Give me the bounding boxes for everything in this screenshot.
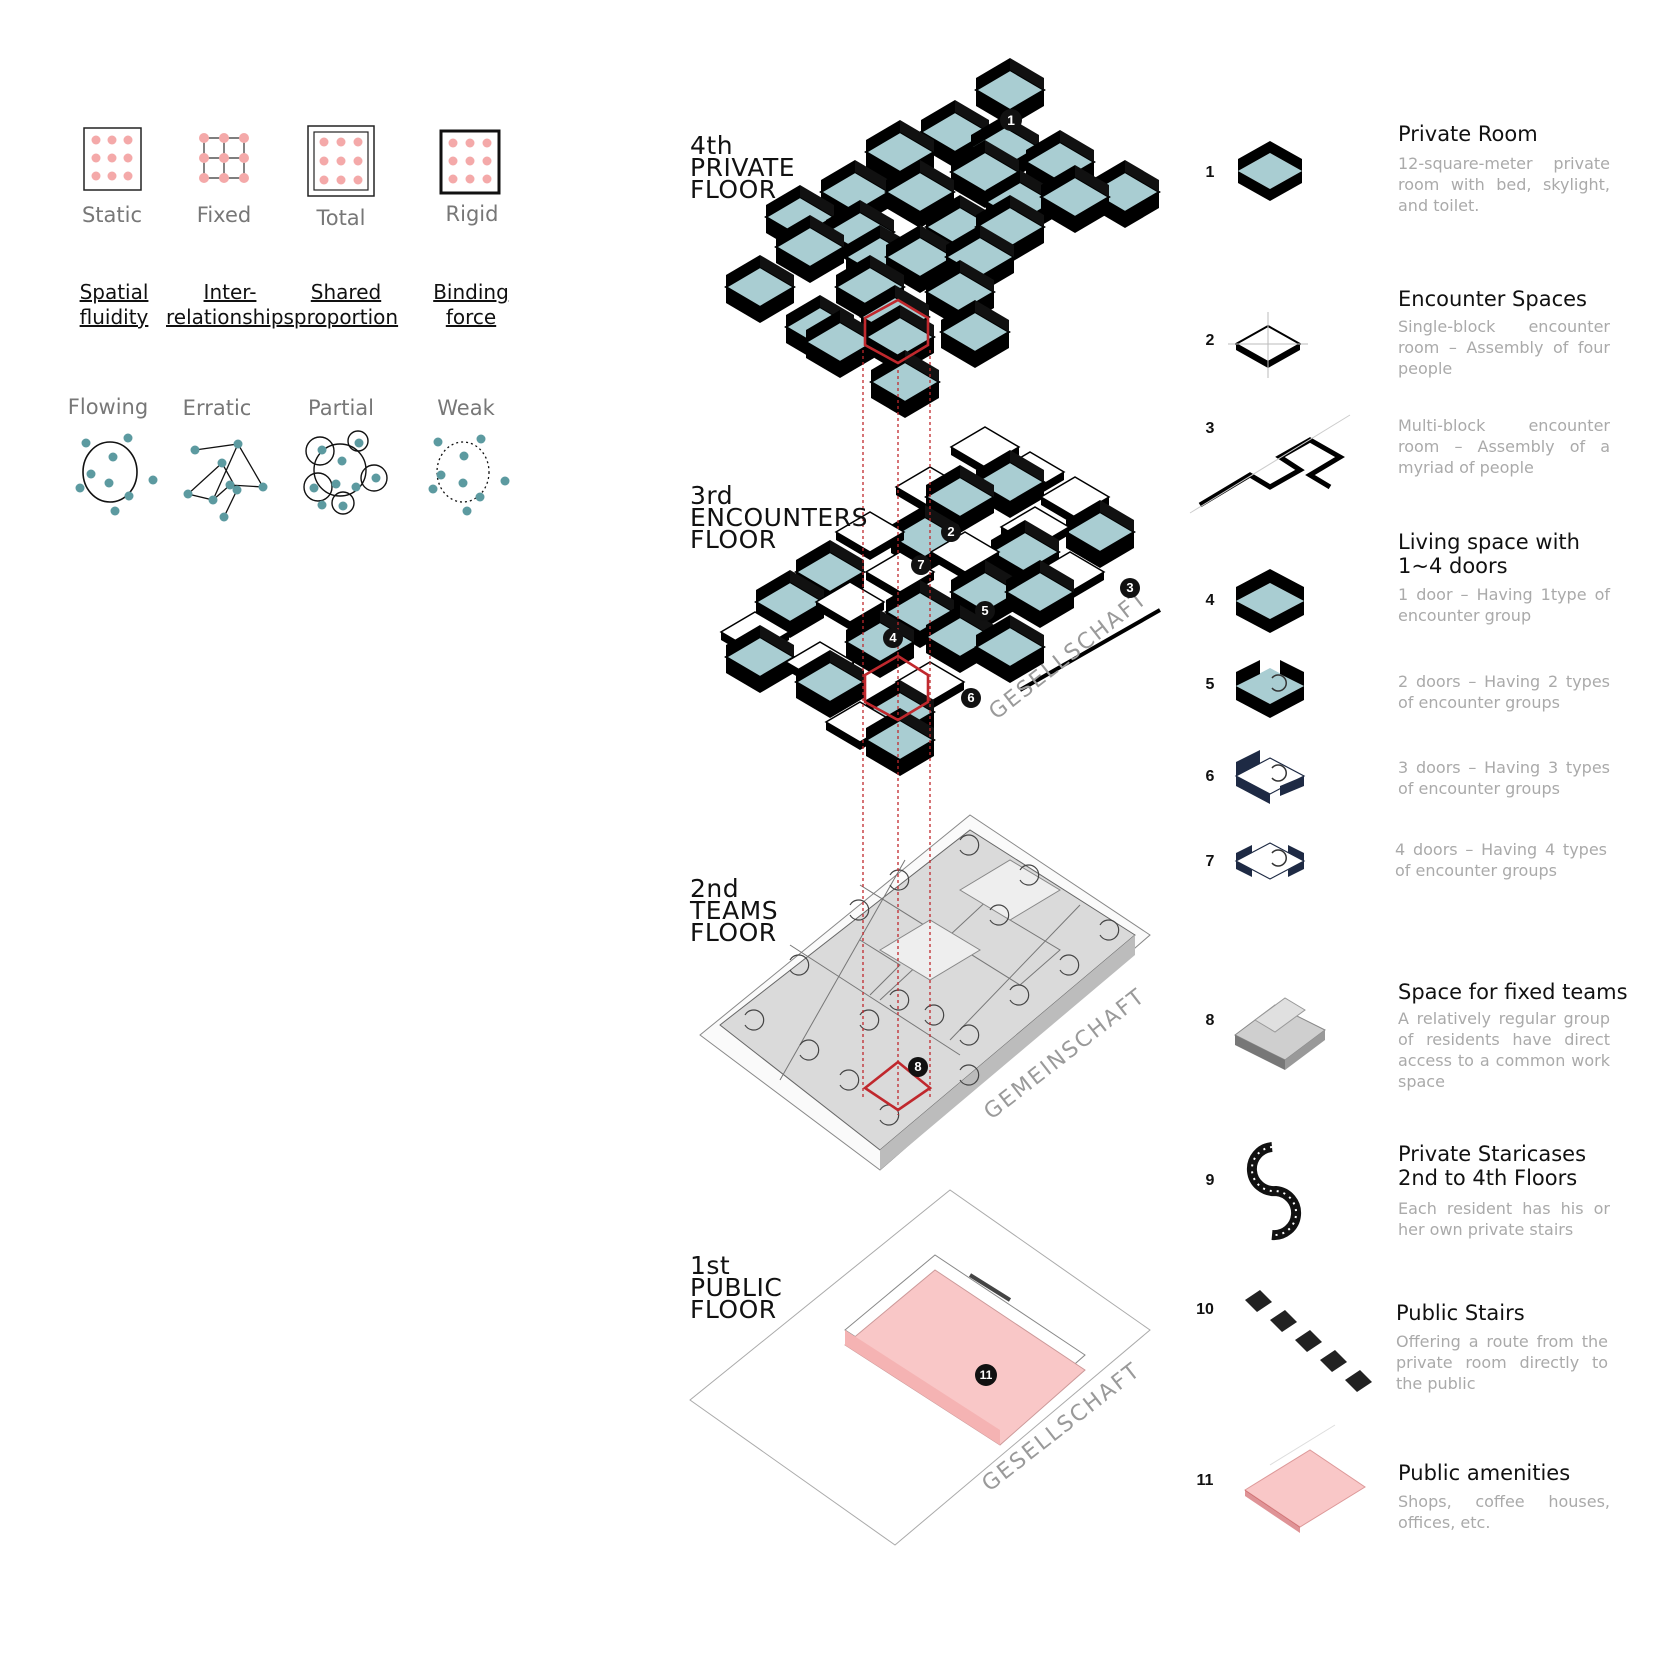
legend-num-7: 7	[1190, 853, 1230, 871]
weak-icon	[429, 435, 510, 516]
legend-icon-single-encounter	[1228, 312, 1308, 378]
legend-num-6: 6	[1190, 768, 1230, 786]
floor-label-4th: 4th PRIVATE FLOOR	[690, 135, 795, 201]
rigid-icon	[441, 131, 499, 193]
legend-desc-5: 2 doors – Having 2 types of encounter gr…	[1398, 671, 1610, 713]
erratic-icon	[184, 440, 268, 522]
flowing-icon	[76, 434, 158, 516]
legend-num-9: 9	[1190, 1172, 1230, 1190]
legend-num-1: 1	[1190, 164, 1230, 182]
marker-1: 1	[1000, 109, 1022, 131]
legend-desc-1: 12-square-meter private room with bed, s…	[1398, 153, 1610, 216]
legend-icon-public-amenities	[1245, 1425, 1365, 1533]
legend-num-10: 10	[1185, 1301, 1225, 1319]
total-icon	[308, 126, 374, 196]
legend-desc-4: 1 door – Having 1type of encounter group	[1398, 584, 1610, 626]
static-icon	[84, 128, 141, 190]
legend-desc-2: Single-block encounter room – Assembly o…	[1398, 316, 1610, 379]
weak-label: Weak	[406, 396, 526, 420]
property-shared-proportion: Shared proportion	[276, 280, 416, 330]
rigid-label: Rigid	[412, 202, 532, 226]
legend-desc-6: 3 doors – Having 3 types of encounter gr…	[1398, 757, 1610, 799]
marker-7: 7	[911, 555, 931, 575]
legend-desc-3: Multi-block encounter room – Assembly of…	[1398, 415, 1610, 478]
partial-icon	[304, 431, 387, 514]
floor-label-3rd: 3rd ENCOUNTERS FLOOR	[690, 485, 868, 551]
teams-floor-plate	[700, 815, 1150, 1170]
legend-num-11: 11	[1185, 1472, 1225, 1490]
property-binding-force: Binding force	[401, 280, 541, 330]
legend-icon-two-doors	[1236, 660, 1304, 718]
fixed-grid-icon	[199, 133, 249, 183]
legend-icon-four-doors	[1236, 843, 1304, 879]
legend-title-living-space: Living space with 1~4 doors	[1398, 530, 1628, 578]
legend-num-2: 2	[1190, 332, 1230, 350]
legend-title-public-amenities: Public amenities	[1398, 1461, 1628, 1485]
legend-icon-spiral-stair	[1252, 1147, 1296, 1235]
legend-icon-three-doors	[1236, 750, 1304, 804]
legend-icon-private-room	[1238, 141, 1302, 201]
flowing-label: Flowing	[48, 395, 168, 419]
legend-title-private-room: Private Room	[1398, 122, 1628, 146]
legend-desc-9: Each resident has his or her own private…	[1398, 1198, 1610, 1240]
legend-icon-one-door	[1236, 569, 1304, 633]
marker-6: 6	[961, 688, 981, 708]
legend-title-fixed-teams: Space for fixed teams	[1398, 980, 1628, 1004]
static-label: Static	[52, 203, 172, 227]
legend-desc-8: A relatively regular group of residents …	[1398, 1008, 1610, 1092]
floor-label-2nd: 2nd TEAMS FLOOR	[690, 878, 778, 944]
legend-num-8: 8	[1190, 1012, 1230, 1030]
marker-5: 5	[975, 601, 995, 621]
legend-desc-10: Offering a route from the private room d…	[1396, 1331, 1608, 1394]
encounters-floor-cluster	[721, 427, 1160, 776]
legend-num-3: 3	[1190, 420, 1230, 438]
legend-desc-11: Shops, coffee houses, offices, etc.	[1398, 1491, 1610, 1533]
legend-num-5: 5	[1190, 676, 1230, 694]
legend-desc-7: 4 doors – Having 4 types of encounter gr…	[1395, 839, 1607, 881]
fixed-label: Fixed	[164, 203, 284, 227]
total-label: Total	[281, 206, 401, 230]
legend-num-4: 4	[1190, 592, 1230, 610]
marker-4: 4	[883, 628, 903, 648]
partial-label: Partial	[281, 396, 401, 420]
private-floor-cluster	[726, 58, 1159, 418]
floor-label-1st: 1st PUBLIC FLOOR	[690, 1255, 782, 1321]
marker-3: 3	[1120, 578, 1140, 598]
erratic-label: Erratic	[157, 396, 277, 420]
marker-11: 11	[975, 1364, 997, 1386]
legend-title-public-stairs: Public Stairs	[1396, 1301, 1626, 1325]
public-floor-plate	[690, 1190, 1150, 1545]
legend-title-private-staircases: Private Staricases 2nd to 4th Floors	[1398, 1142, 1628, 1190]
legend-icon-fixed-teams	[1235, 998, 1325, 1070]
legend-title-encounter-spaces: Encounter Spaces	[1398, 287, 1628, 311]
marker-8: 8	[908, 1057, 928, 1077]
marker-2: 2	[941, 522, 961, 542]
legend-icon-public-stairs	[1245, 1290, 1372, 1392]
